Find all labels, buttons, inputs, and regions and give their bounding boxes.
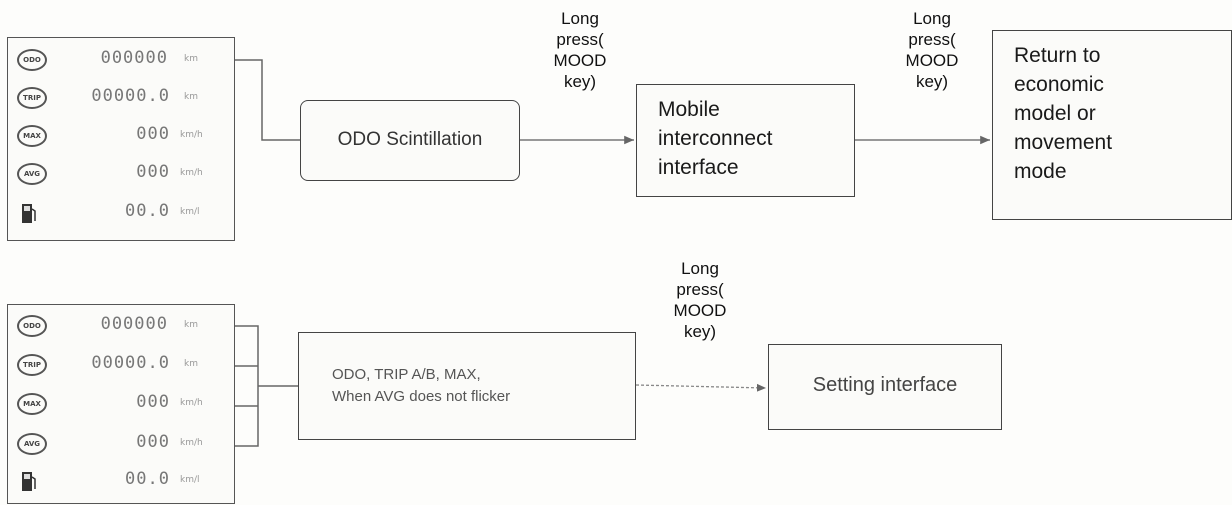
panel-unit: km/l [180, 207, 200, 217]
panel-row: ODO 000000 km [8, 47, 234, 75]
no-flicker-label: ODO, TRIP A/B, MAX, When AVG does not fl… [332, 366, 511, 405]
panel-unit: km [184, 92, 198, 102]
avg-icon: AVG [17, 433, 47, 455]
panel-value: 000 [136, 124, 170, 144]
trip-icon: TRIP [17, 87, 47, 109]
panel-row: ODO 000000 km [8, 313, 234, 341]
panel-row: 00.0 km/l [8, 200, 234, 228]
setting-interface-box: Setting interface [768, 344, 1002, 430]
odo-icon: ODO [17, 49, 47, 71]
panel-row: AVG 000 km/h [8, 431, 234, 459]
panel-unit: km/h [180, 438, 203, 448]
edge-label-long-press-1: Long press( MOOD key) [553, 9, 607, 91]
panel-unit: km [184, 54, 198, 64]
panel-row: TRIP 00000.0 km [8, 85, 234, 113]
odo-icon: ODO [17, 315, 47, 337]
odo-scintillation-box: ODO Scintillation [300, 100, 520, 181]
panel-value: 000 [136, 162, 170, 182]
panel-value: 00000.0 [91, 353, 170, 373]
panel-row: MAX 000 km/h [8, 391, 234, 419]
mobile-interconnect-label: Mobile interconnect interface [658, 98, 773, 179]
trip-icon: TRIP [17, 354, 47, 376]
panel-unit: km/l [180, 475, 200, 485]
max-icon: MAX [17, 125, 47, 147]
panel-value: 000000 [100, 48, 168, 68]
max-icon: MAX [17, 393, 47, 415]
panel-value: 00000.0 [91, 86, 170, 106]
panel-row: AVG 000 km/h [8, 161, 234, 189]
panel-unit: km/h [180, 398, 203, 408]
panel-value: 000 [136, 392, 170, 412]
panel-unit: km/h [180, 130, 203, 140]
panel-unit: km [184, 320, 198, 330]
panel-unit: km [184, 359, 198, 369]
dashboard-panel-bottom: ODO 000000 km TRIP 00000.0 km MAX 000 km… [7, 304, 235, 504]
return-mode-label: Return to economic model or movement mod… [1014, 44, 1113, 183]
dashboard-panel-top: ODO 000000 km TRIP 00000.0 km MAX 000 km… [7, 37, 235, 241]
avg-icon: AVG [17, 163, 47, 185]
edge-label-long-press-3: Long press( MOOD key) [673, 259, 727, 341]
panel-value: 000 [136, 432, 170, 452]
edge-label-long-press-2: Long press( MOOD key) [905, 9, 959, 91]
panel-value: 00.0 [125, 469, 170, 489]
no-flicker-box: ODO, TRIP A/B, MAX, When AVG does not fl… [298, 332, 636, 440]
fuel-pump-icon [22, 204, 36, 223]
odo-scintillation-label: ODO Scintillation [337, 129, 483, 150]
panel-row: 00.0 km/l [8, 468, 234, 496]
bottom-arrow [635, 383, 767, 392]
fuel-pump-icon [22, 472, 36, 491]
setting-interface-label: Setting interface [812, 374, 958, 396]
panel-value: 00.0 [125, 201, 170, 221]
panel-row: TRIP 00000.0 km [8, 352, 234, 380]
panel-value: 000000 [100, 314, 168, 334]
panel-row: MAX 000 km/h [8, 123, 234, 151]
panel-unit: km/h [180, 168, 203, 178]
mobile-interconnect-box: Mobile interconnect interface [636, 84, 855, 197]
return-mode-box: Return to economic model or movement mod… [992, 30, 1232, 220]
